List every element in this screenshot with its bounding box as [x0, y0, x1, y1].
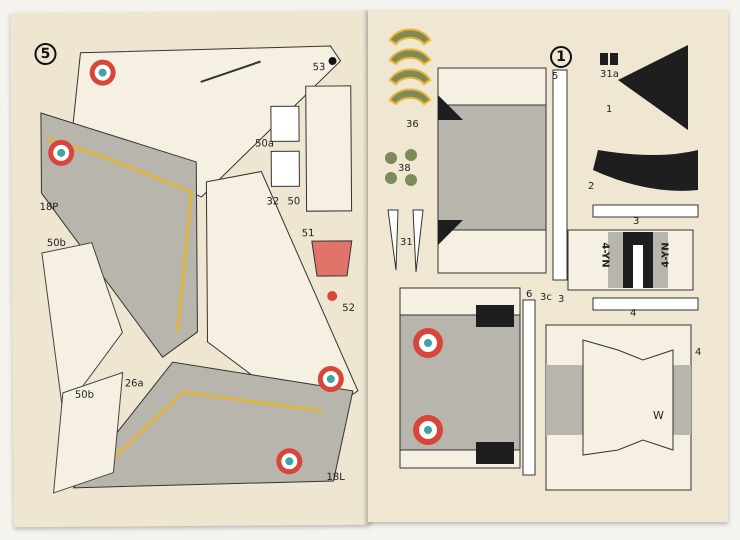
part-label: 32 — [266, 196, 280, 208]
part-label: 50b — [74, 389, 94, 401]
part-label: 18P — [39, 201, 59, 214]
roundel-icon — [317, 366, 344, 393]
wing-parts-drawing — [40, 45, 359, 494]
right-page: 1 36 38 31 5 31a 1 2 3 3 4 6 3c 4 4-YN 4… — [368, 10, 728, 522]
roundel-icon — [89, 59, 116, 86]
part-label: 50 — [287, 196, 301, 208]
part-label: 52 — [342, 302, 356, 314]
registration-marking: 4-YN — [660, 242, 672, 268]
part-label: 4 — [630, 308, 637, 319]
part-label: 3c — [540, 292, 552, 303]
part-label: 51 — [301, 228, 315, 240]
part-label: 31a — [600, 69, 619, 80]
roundel-icon — [276, 448, 303, 475]
left-page: 5 53 50a 50 32 51 52 50b 18P 26a 50b 18L — [10, 10, 370, 528]
part-label: 5 — [552, 71, 559, 82]
sheet-number: 1 — [550, 46, 572, 68]
part-label: 18L — [326, 471, 345, 484]
fuselage-parts-drawing — [385, 28, 699, 491]
part-label: 4 — [695, 347, 702, 358]
part-label: 6 — [526, 289, 533, 300]
part-label: 50b — [46, 237, 66, 249]
registration-marking: 4-YN — [599, 242, 611, 268]
sheet-number: 5 — [34, 42, 57, 66]
roundel-icon — [48, 139, 75, 166]
roundel-icon — [413, 328, 443, 358]
part-label: 36 — [406, 119, 419, 130]
part-label: 1 — [606, 104, 613, 115]
fin-letter: W — [653, 409, 664, 422]
part-label: 3 — [558, 294, 565, 305]
part-label: 26a — [124, 378, 144, 390]
roundel-icon — [413, 415, 443, 445]
part-label: 31 — [400, 237, 413, 248]
part-label: 3 — [633, 216, 640, 227]
part-label: 53 — [312, 62, 326, 74]
part-label: 38 — [398, 163, 411, 174]
part-label: 2 — [588, 181, 595, 192]
part-label: 50a — [255, 138, 275, 150]
